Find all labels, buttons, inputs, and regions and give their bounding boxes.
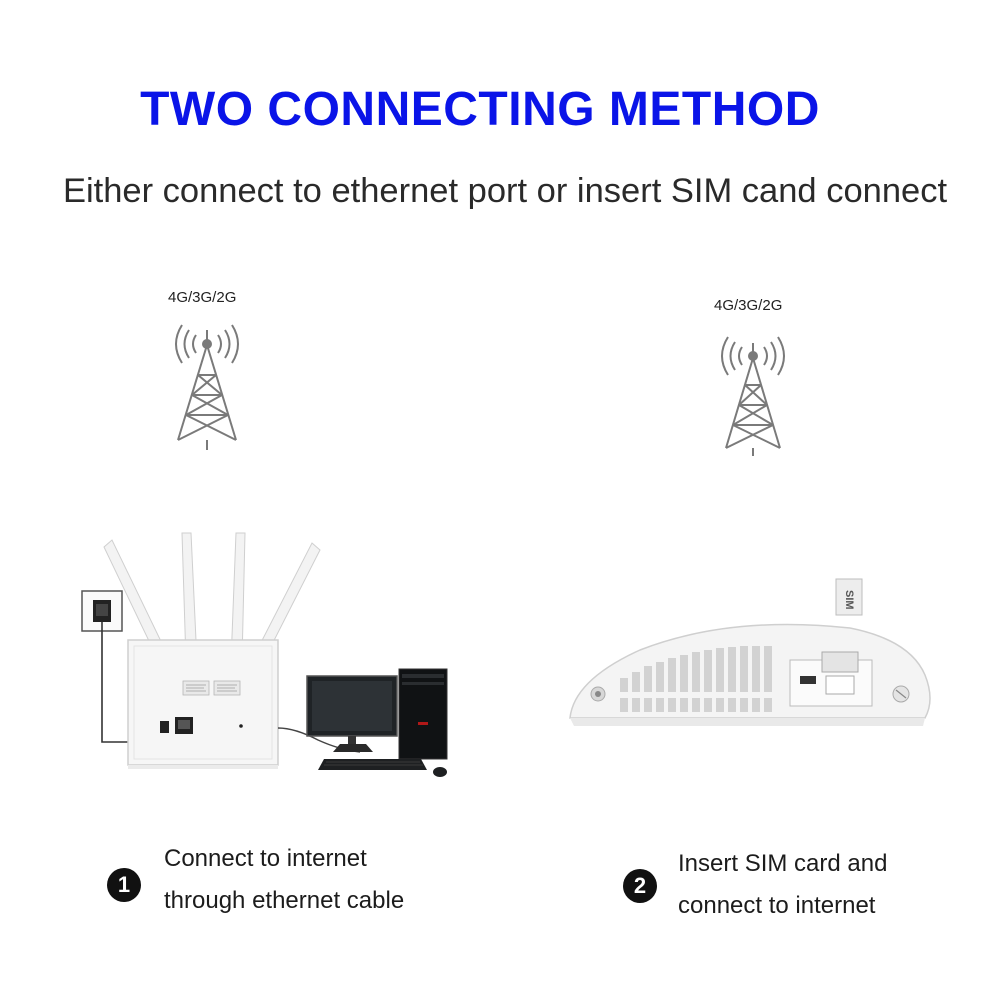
- step-2-text: Insert SIM card and connect to internet: [678, 843, 887, 927]
- step-1-line-1: Connect to internet: [164, 845, 367, 872]
- step-2-line-1: Insert SIM card and: [678, 850, 888, 877]
- left-cell-tower-icon: [175, 324, 239, 450]
- desktop-computer-image: [306, 668, 448, 777]
- power-cable: [101, 622, 130, 743]
- router-front-image: [103, 532, 321, 769]
- right-band-label: 4G/3G/2G: [714, 297, 783, 314]
- left-band-label: 4G/3G/2G: [168, 289, 237, 306]
- right-cell-tower-icon: [721, 336, 785, 456]
- page-subtitle: Either connect to ethernet port or inser…: [62, 172, 948, 210]
- step-2-badge: 2: [623, 869, 657, 903]
- step-2-line-2: connect to internet: [678, 892, 876, 919]
- page-title: TWO CONNECTING METHOD: [140, 83, 820, 136]
- sim-card-label: SIM: [843, 590, 855, 610]
- step-1-badge: 1: [107, 868, 141, 902]
- sim-card-image: [835, 578, 863, 616]
- step-1-text: Connect to internet through ethernet cab…: [164, 838, 404, 922]
- router-side-sim-slot-image: [569, 623, 931, 726]
- step-1-line-2: through ethernet cable: [164, 887, 405, 914]
